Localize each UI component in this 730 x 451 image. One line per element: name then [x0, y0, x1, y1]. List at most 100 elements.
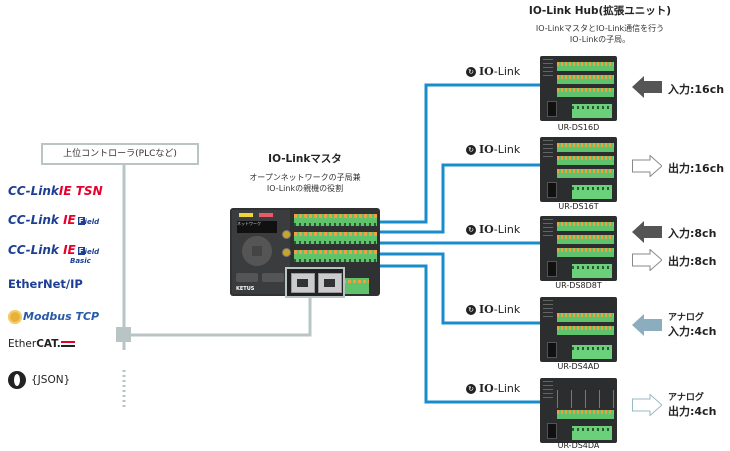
power-terminal — [572, 345, 612, 359]
power-terminal — [572, 264, 612, 278]
modbus-tcp-logo: Modbus TCP — [8, 310, 99, 324]
logo-suffix: TSN — [75, 184, 103, 198]
terminal-row — [557, 326, 614, 335]
hub-section-description: IO-LinkマスタとIO-Link通信を行う IO-Linkの子局。 — [480, 23, 720, 45]
analog-output-arrow-icon — [632, 394, 662, 416]
terminal-row — [557, 410, 614, 419]
analog-indicators — [557, 390, 614, 408]
modbus-gear-icon — [8, 310, 22, 324]
json-icon — [8, 371, 26, 389]
output-arrow-icon — [632, 155, 662, 177]
input-arrow-icon — [632, 221, 662, 243]
logo-suffix: ield — [84, 218, 100, 226]
connector-port — [547, 342, 557, 358]
iolink-io: IO — [479, 382, 494, 395]
controller-box: 上位コントローラ(PLCなど) — [41, 143, 199, 165]
logo-prefix: CC-Link — [8, 243, 59, 257]
status-leds — [543, 219, 553, 237]
connector-port — [547, 182, 557, 198]
cc-link-ie-tsn-logo: CC-LinkIE TSN — [8, 184, 103, 198]
master-title: IO-Linkマスタ — [268, 153, 342, 165]
model-label: UR-DS16D — [557, 123, 600, 132]
iolink-label-4: ↻IO-Link — [466, 303, 520, 316]
iolink-rest: -Link — [493, 223, 521, 236]
hub-device-ur-ds4da — [540, 378, 617, 443]
iolink-rest: -Link — [493, 143, 521, 156]
terminal-row — [557, 313, 614, 322]
iolink-label-3: ↻IO-Link — [466, 223, 520, 236]
power-terminal — [572, 185, 612, 199]
hub-device-ur-ds16d — [540, 56, 617, 121]
terminal-row — [557, 248, 614, 257]
model-label: UR-DS8D8T — [555, 281, 602, 290]
lcd-display: ネットワーク — [237, 221, 277, 233]
hub-5-io-label: 出力:4ch — [668, 405, 717, 418]
analog-input-arrow-icon — [632, 314, 662, 336]
basic-sublabel: Basic — [70, 257, 91, 265]
iolink-io: IO — [479, 303, 494, 316]
rotary-switch-1 — [282, 230, 291, 239]
brand-label: KETUS — [236, 286, 255, 292]
iolink-icon: ↻ — [466, 145, 476, 155]
enter-key — [262, 273, 284, 282]
cancel-key — [236, 273, 258, 282]
terminal-row — [557, 222, 614, 231]
network-branch-to-master — [131, 298, 312, 337]
power-terminal — [572, 426, 612, 440]
iolink-rest: -Link — [493, 303, 521, 316]
iolink-label-5: ↻IO-Link — [466, 382, 520, 395]
ethercat-bold: CAT. — [36, 338, 61, 350]
terminal-block-1 — [294, 214, 377, 226]
ethernet-ip-logo: EtherNet/IP — [8, 277, 83, 291]
ethercat-logo: EtherCAT. — [8, 338, 75, 350]
iolink-label-1: ↻IO-Link — [466, 65, 520, 78]
logo-ie: IE — [63, 243, 76, 257]
connector-port — [547, 423, 557, 439]
master-description: オープンネットワークの子局兼 IO-Linkの親機の役割 — [235, 172, 375, 194]
iolink-icon: ↻ — [466, 305, 476, 315]
status-leds — [543, 140, 553, 158]
master-desc-line2: IO-Linkの親機の役割 — [266, 184, 344, 193]
hub-device-ur-ds16t — [540, 137, 617, 202]
model-label: UR-DS16T — [558, 202, 599, 211]
terminal-row — [557, 75, 614, 84]
terminal-row — [557, 235, 614, 244]
iolink-io: IO — [479, 65, 494, 78]
connector-port — [547, 261, 557, 277]
iolink-wire-4 — [380, 252, 540, 325]
terminal-block-2 — [294, 232, 377, 244]
hub-2-io-label: 出力:16ch — [668, 162, 725, 175]
output-arrow-icon — [632, 249, 662, 271]
terminal-row — [557, 169, 614, 178]
hub-device-ur-ds8d8t — [540, 216, 617, 281]
alarm-led — [239, 213, 253, 217]
terminal-row — [557, 156, 614, 165]
ethernet-port-1 — [291, 273, 315, 293]
hub-4-analog-label: アナログ — [668, 313, 704, 323]
network-junction — [116, 327, 131, 342]
dpad-button — [242, 236, 272, 266]
iolink-wire-5 — [380, 264, 540, 404]
logo-suffix: ield — [84, 248, 100, 256]
logo-ie: IE — [58, 184, 72, 198]
status-leds — [543, 381, 553, 399]
terminal-block-3 — [294, 250, 377, 262]
hub-3-input-label: 入力:8ch — [668, 227, 717, 240]
input-arrow-icon — [632, 76, 662, 98]
iolink-label-2: ↻IO-Link — [466, 143, 520, 156]
rotary-switch-2 — [282, 248, 291, 257]
error-led — [259, 213, 273, 217]
iolink-icon: ↻ — [466, 384, 476, 394]
master-desc-line1: オープンネットワークの子局兼 — [249, 173, 361, 182]
hub-3-output-label: 出力:8ch — [668, 255, 717, 268]
ethercat-prefix: Ether — [8, 338, 37, 350]
power-terminal — [572, 104, 612, 118]
terminal-row — [557, 88, 614, 97]
hub-desc-line1: IO-LinkマスタとIO-Link通信を行う — [535, 24, 665, 33]
terminal-row — [557, 62, 614, 71]
logo-prefix: CC-Link — [8, 184, 59, 198]
logo-prefix: CC-Link — [8, 213, 59, 227]
